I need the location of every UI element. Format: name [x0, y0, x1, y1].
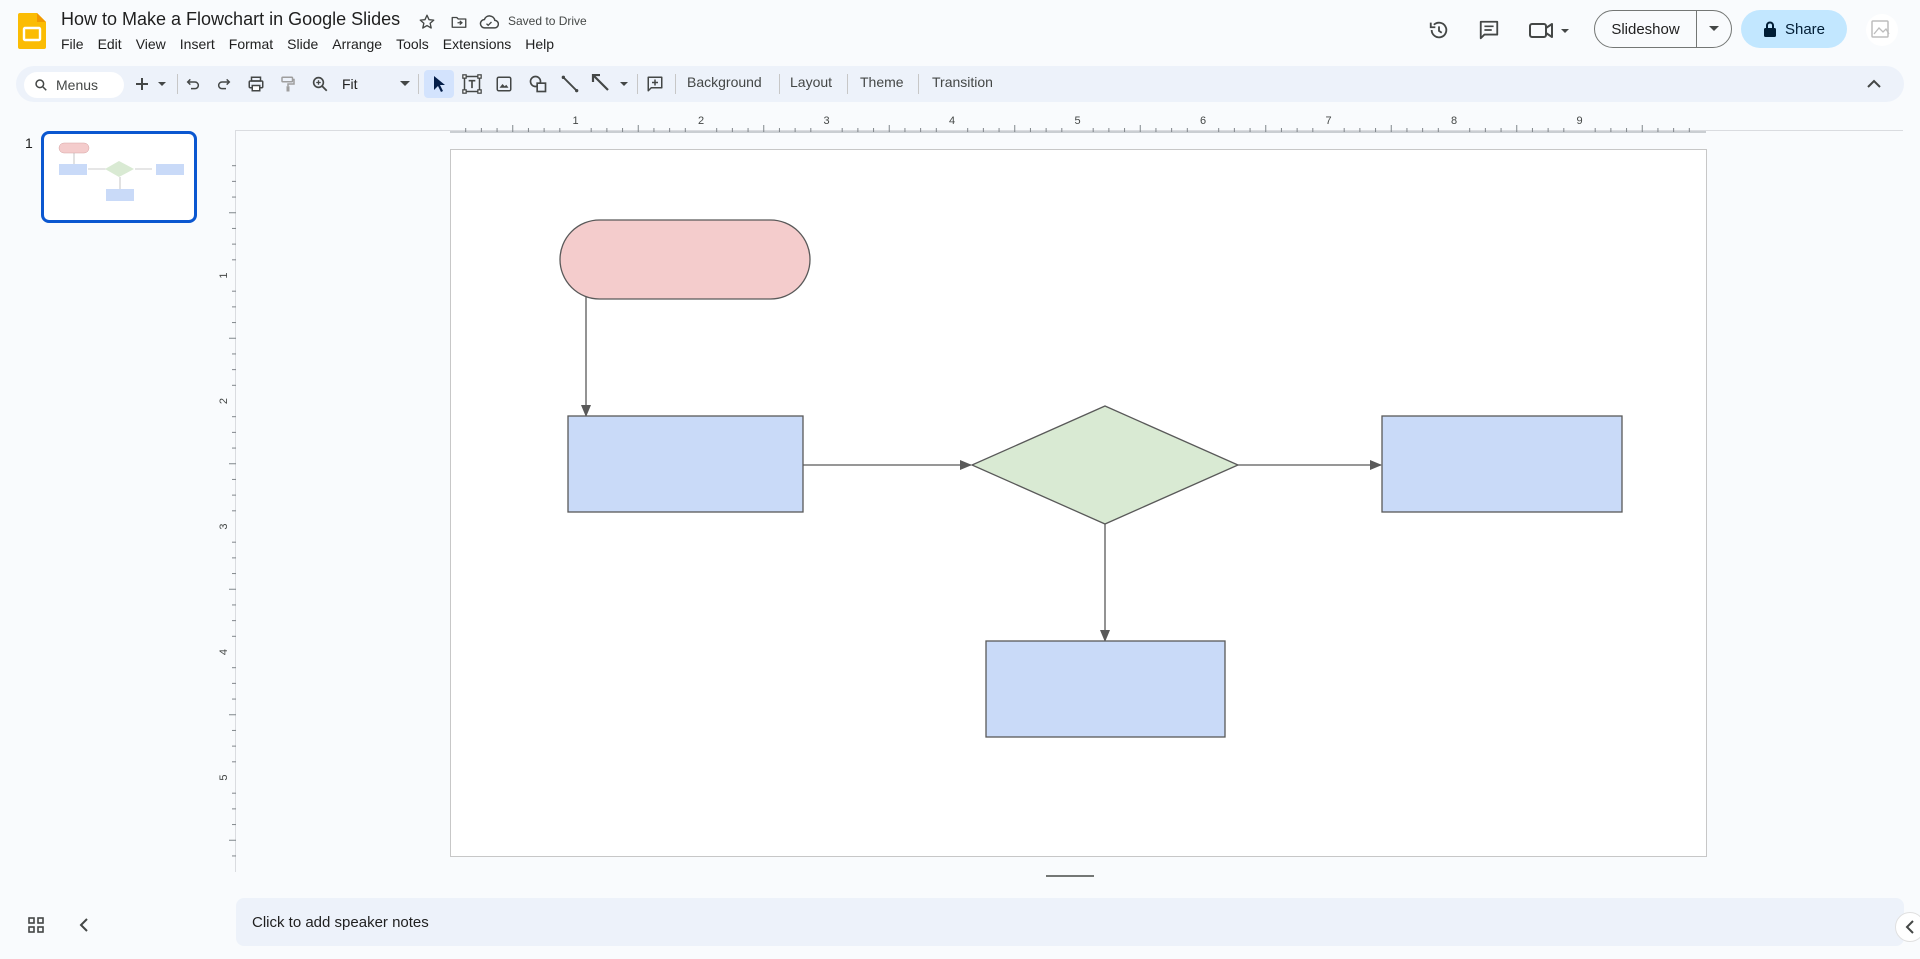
notes-resize-handle[interactable]	[1046, 875, 1094, 877]
ruler-label: 3	[218, 523, 230, 529]
version-history-icon[interactable]	[1424, 15, 1454, 45]
zoom-icon[interactable]	[307, 70, 333, 98]
ruler-label: 9	[1576, 115, 1582, 127]
search-icon	[34, 78, 48, 92]
toolbar-divider	[918, 74, 919, 94]
toolbar-divider	[847, 74, 848, 94]
decision-shape[interactable]	[970, 405, 1240, 525]
speaker-notes[interactable]: Click to add speaker notes	[236, 898, 1904, 946]
menu-arrange[interactable]: Arrange	[332, 36, 383, 52]
paint-format-icon[interactable]	[275, 70, 301, 98]
avatar[interactable]	[1866, 14, 1898, 46]
ruler-label: 8	[1451, 115, 1457, 127]
process-right-shape[interactable]	[1381, 415, 1623, 513]
toolbar-divider	[418, 74, 419, 94]
side-panel-chevron-left-icon[interactable]	[1895, 912, 1920, 942]
toolbar-divider	[177, 74, 178, 94]
redo-icon[interactable]	[211, 70, 237, 98]
process-left-shape[interactable]	[567, 415, 804, 513]
zoom-value: Fit	[342, 76, 358, 92]
slideshow-button[interactable]: Slideshow	[1595, 11, 1697, 47]
menu-slide[interactable]: Slide	[287, 36, 319, 52]
chevron-up-icon[interactable]	[1862, 72, 1886, 96]
search-menus-field[interactable]: Menus	[24, 72, 124, 98]
canvas-left-border	[235, 130, 236, 872]
zoom-select[interactable]: Fit	[338, 72, 414, 96]
flowchart	[559, 219, 1623, 738]
ruler-label: 5	[1074, 115, 1080, 127]
cloud-saved-icon[interactable]	[478, 11, 500, 33]
ruler-label: 5	[218, 774, 230, 780]
print-icon[interactable]	[243, 70, 269, 98]
menu-insert[interactable]: Insert	[179, 36, 215, 52]
ruler-label: 6	[1200, 115, 1206, 127]
theme-button[interactable]: Theme	[860, 74, 904, 90]
menu-file[interactable]: File	[61, 36, 84, 52]
toolbar-divider	[779, 74, 780, 94]
menu-bar: File Edit View Insert Format Slide Arran…	[54, 36, 561, 56]
terminal-start-shape[interactable]	[559, 219, 811, 300]
ruler-label: 4	[218, 649, 230, 655]
chevron-down-icon	[400, 81, 410, 87]
ruler-label: 2	[698, 115, 704, 127]
save-status: Saved to Drive	[508, 14, 587, 28]
comment-add-icon[interactable]	[641, 70, 669, 98]
menu-help[interactable]: Help	[525, 36, 555, 52]
grid-view-icon[interactable]	[24, 913, 48, 937]
line-type-icon[interactable]	[588, 70, 632, 98]
ruler-label: 1	[218, 272, 230, 278]
ruler-label: 3	[823, 115, 829, 127]
slide-number: 1	[25, 135, 33, 151]
toolbar-divider	[637, 74, 638, 94]
undo-icon[interactable]	[180, 70, 206, 98]
share-button[interactable]: Share	[1741, 10, 1847, 48]
line-icon[interactable]	[556, 70, 584, 98]
star-icon[interactable]	[414, 9, 440, 35]
ruler-label: 7	[1325, 115, 1331, 127]
select-icon[interactable]	[424, 70, 454, 98]
shape-icon[interactable]	[524, 70, 552, 98]
menu-edit[interactable]: Edit	[97, 36, 122, 52]
menu-format[interactable]: Format	[228, 36, 274, 52]
ruler-label: 4	[949, 115, 955, 127]
horizontal-ruler[interactable]: 1 2 3 4 5 6 7 8 9	[450, 110, 1706, 134]
move-to-folder-icon[interactable]	[446, 9, 472, 35]
canvas-top-border	[235, 130, 1903, 131]
ruler-label: 1	[572, 115, 578, 127]
document-title[interactable]: How to Make a Flowchart in Google Slides	[61, 9, 401, 29]
background-button[interactable]: Background	[687, 74, 762, 90]
menu-view[interactable]: View	[135, 36, 166, 52]
image-icon[interactable]	[490, 70, 518, 98]
vertical-ruler[interactable]: 1 2 3 4 5	[215, 140, 237, 870]
toolbar-divider	[675, 74, 676, 94]
slideshow-button-group: Slideshow	[1594, 10, 1732, 48]
comments-icon[interactable]	[1474, 15, 1504, 45]
menu-tools[interactable]: Tools	[396, 36, 429, 52]
layout-button[interactable]: Layout	[790, 74, 833, 90]
share-label: Share	[1784, 20, 1826, 38]
text-box-icon[interactable]	[458, 70, 486, 98]
slide-thumbnail[interactable]	[41, 131, 197, 223]
meet-icon[interactable]	[1526, 15, 1574, 45]
search-menus-label: Menus	[56, 77, 99, 93]
new-slide-icon[interactable]	[132, 70, 172, 98]
slides-logo-icon[interactable]	[18, 13, 46, 49]
process-bottom-shape[interactable]	[985, 640, 1226, 738]
transition-button[interactable]: Transition	[932, 74, 993, 90]
toolbar	[16, 66, 1904, 102]
slideshow-options-chevron-down-icon[interactable]	[1697, 11, 1731, 47]
chevron-left-icon[interactable]	[72, 913, 96, 937]
lock-icon	[1763, 21, 1777, 37]
menu-extensions[interactable]: Extensions	[442, 36, 512, 52]
ruler-label: 2	[218, 398, 230, 404]
